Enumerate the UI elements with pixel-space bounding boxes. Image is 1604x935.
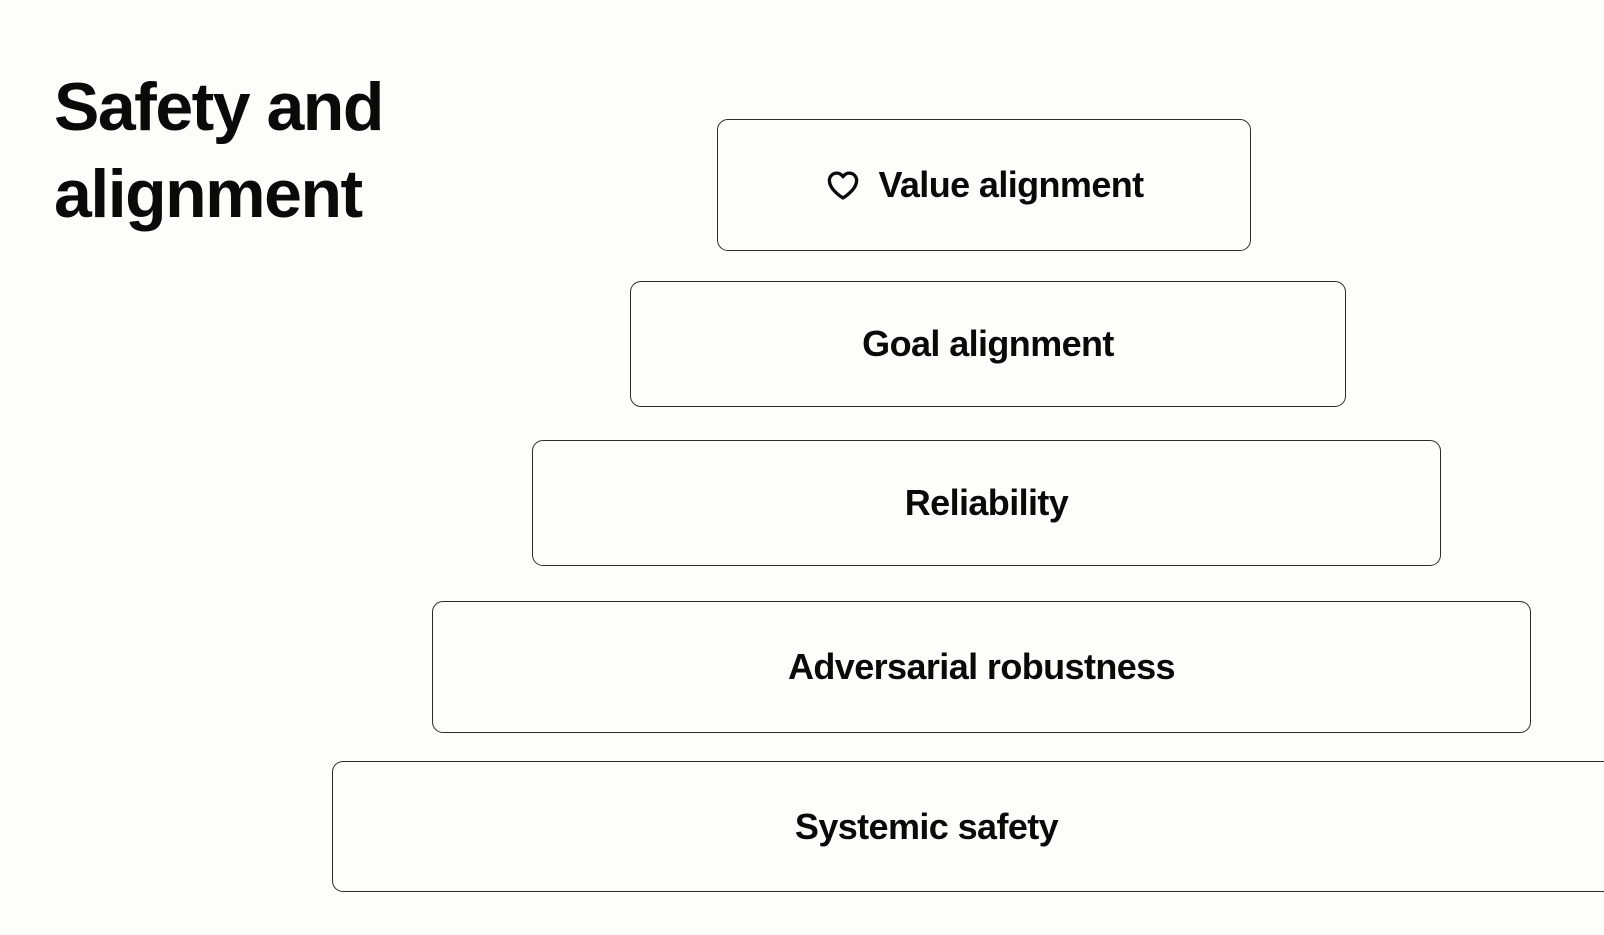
row-content: Goal alignment bbox=[862, 323, 1114, 365]
pyramid-row-label: Adversarial robustness bbox=[788, 646, 1176, 687]
pyramid-row-adversarial-robustness[interactable]: Adversarial robustness bbox=[432, 601, 1531, 733]
pyramid-row-label: Value alignment bbox=[878, 164, 1144, 205]
row-content: Systemic safety bbox=[794, 805, 1059, 848]
row-content: Value alignment bbox=[824, 164, 1144, 206]
row-content: Adversarial robustness bbox=[788, 646, 1176, 688]
pyramid-row-label: Systemic safety bbox=[794, 805, 1059, 847]
pyramid-row-label: Reliability bbox=[904, 482, 1069, 523]
page-title: Safety and alignment bbox=[54, 69, 384, 232]
pyramid-row-goal-alignment[interactable]: Goal alignment bbox=[630, 281, 1346, 407]
pyramid-row-value-alignment[interactable]: Value alignment bbox=[717, 119, 1251, 251]
pyramid-row-systemic-safety[interactable]: Systemic safety bbox=[332, 761, 1604, 892]
pyramid-row-label: Goal alignment bbox=[862, 323, 1114, 364]
row-content: Reliability bbox=[904, 482, 1069, 524]
pyramid-row-reliability[interactable]: Reliability bbox=[532, 440, 1441, 566]
heart-icon bbox=[824, 166, 862, 204]
